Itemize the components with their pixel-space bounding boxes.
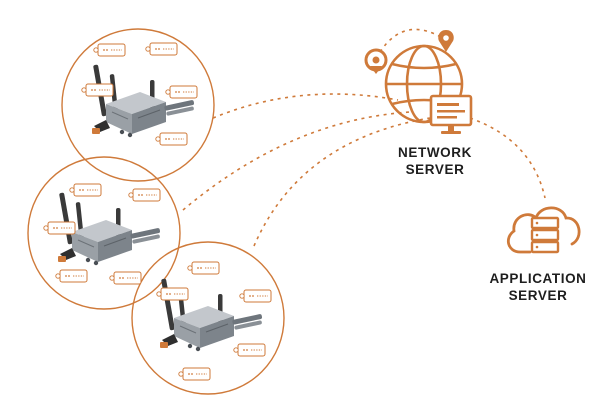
sensor-tag-icon — [178, 367, 211, 381]
gateway-cluster-2 — [27, 156, 181, 310]
application-server-label-line2: SERVER — [508, 288, 568, 303]
sensor-tag-icon — [43, 221, 76, 235]
connection-lines — [182, 28, 546, 247]
location-pin-icon — [364, 48, 388, 74]
network-server-label: NETWORK SERVER — [380, 144, 490, 178]
sensor-tag-icon — [128, 188, 161, 202]
sensor-tag-icon — [93, 43, 126, 57]
sensor-tag-icon — [165, 85, 198, 99]
link-cluster1-network — [212, 93, 399, 119]
sensor-tag-icon — [155, 132, 188, 146]
sensor-tag-icon — [55, 269, 88, 283]
sensor-tag-icon — [233, 343, 266, 357]
cloud-server-icon — [506, 206, 581, 254]
sensor-tag-icon — [145, 42, 178, 56]
sensor-tag-icon — [156, 287, 189, 301]
application-server-label-line1: APPLICATION — [489, 271, 587, 286]
sensor-tag-icon — [69, 183, 102, 197]
application-server-label: APPLICATION SERVER — [468, 270, 608, 304]
location-pin-icon — [438, 30, 454, 52]
link-cluster3-network — [253, 117, 431, 247]
link-cluster2-network — [182, 111, 411, 211]
link-location-arc — [379, 28, 447, 53]
monitor-icon — [429, 94, 473, 134]
network-server-label-line1: NETWORK — [398, 145, 472, 160]
network-server-label-line2: SERVER — [405, 162, 465, 177]
sensor-tag-icon — [239, 289, 272, 303]
sensor-tag-icon — [81, 83, 114, 97]
sensor-tag-icon — [187, 261, 220, 275]
sensor-tag-icon — [109, 271, 142, 285]
